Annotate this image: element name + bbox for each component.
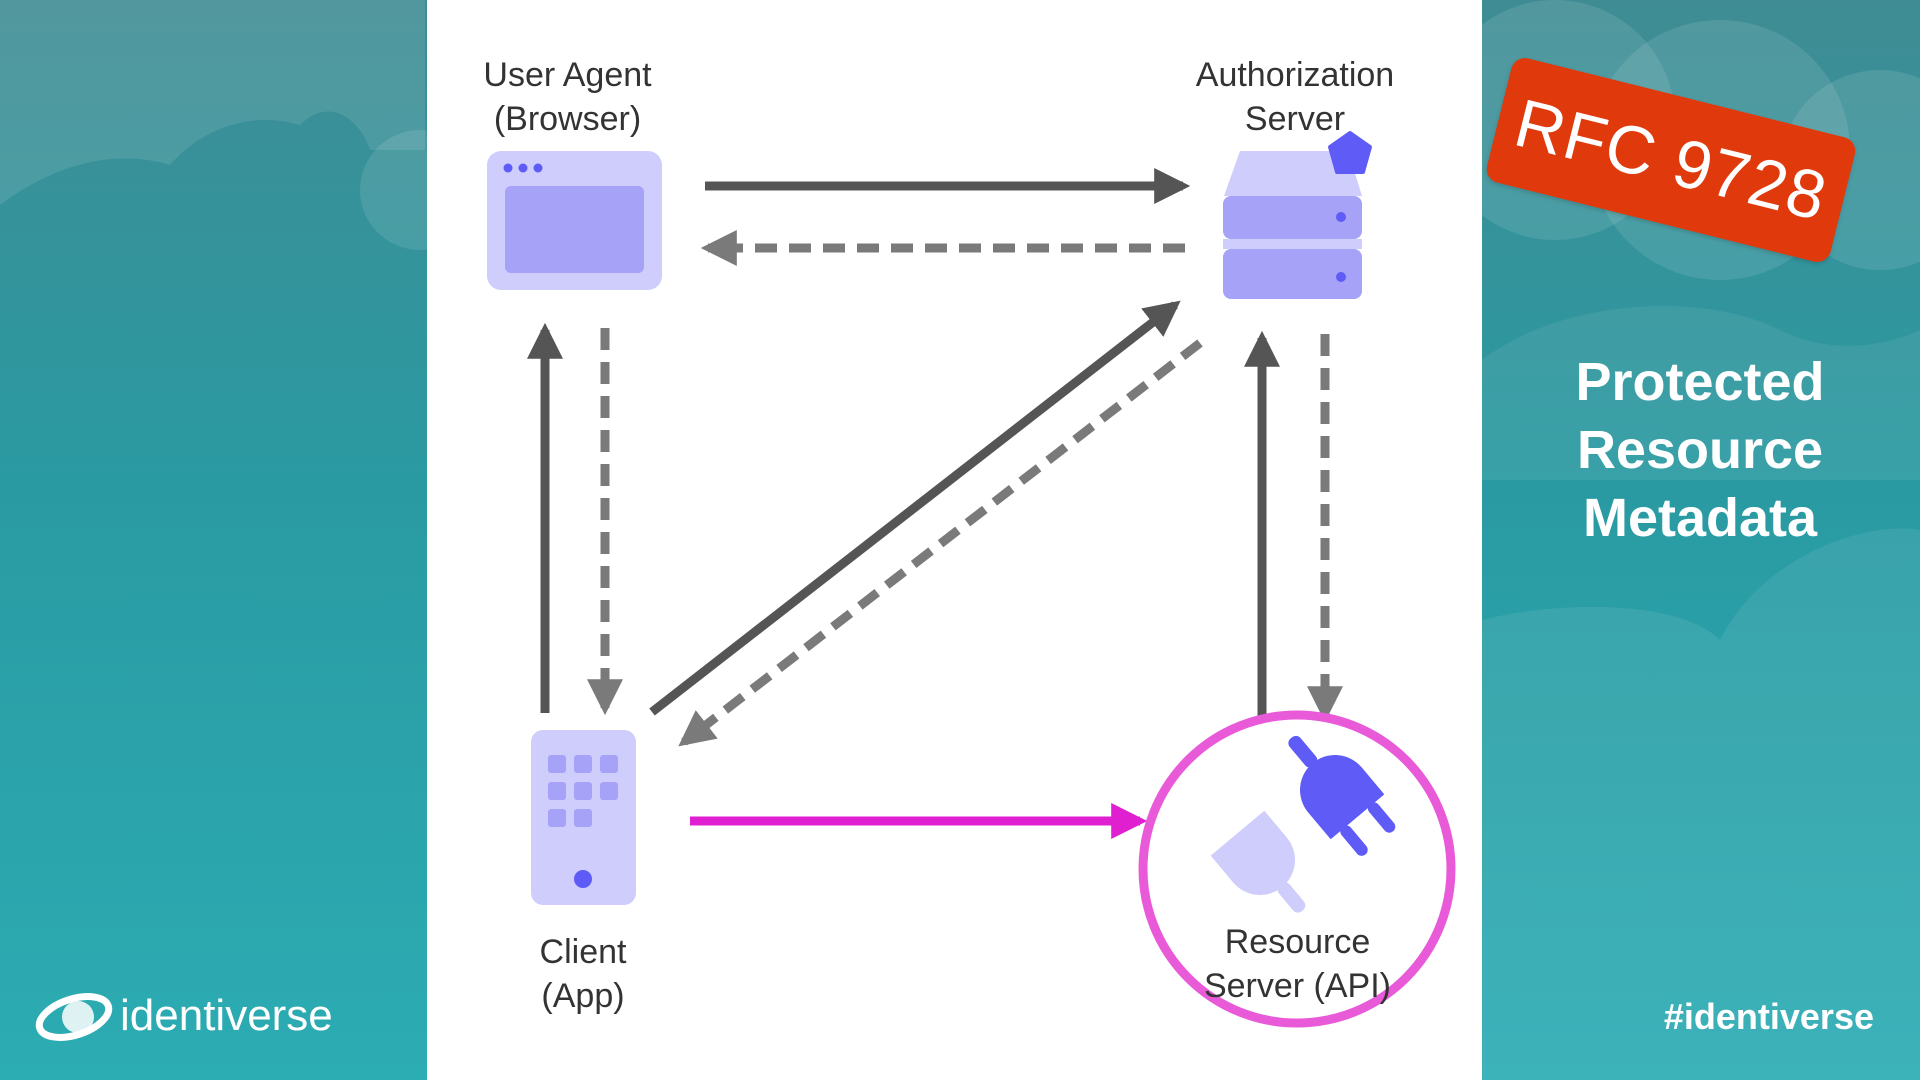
label-client-line1: Client (539, 933, 627, 971)
label-user-agent: User Agent (Browser) (455, 53, 680, 141)
arrow-client-to-auth (649, 300, 1181, 716)
server-stack-icon (1223, 131, 1372, 299)
flow-arrows (527, 168, 1343, 839)
resource-server-highlight-ring (1138, 710, 1456, 1028)
plug-icon (1210, 735, 1396, 913)
label-client-line2: (App) (541, 977, 625, 1015)
label-resource-server-line2: Server (API) (1203, 967, 1392, 1005)
side-title-line1: Protected (1575, 352, 1825, 412)
side-title-line3: Metadata (1582, 488, 1818, 548)
label-resource-server-line1: Resource (1224, 923, 1371, 961)
side-title: Protected Resource Metadata (1490, 348, 1910, 552)
label-user-agent-line1: User Agent (483, 56, 652, 94)
identiverse-logo-icon (35, 993, 113, 1041)
logo-wordmark: identiverse (120, 991, 333, 1040)
arrow-auth-to-client-dashed (678, 339, 1203, 747)
pentagon-badge-icon (1328, 131, 1372, 174)
label-user-agent-line2: (Browser) (493, 100, 642, 138)
label-auth-server-line1: Authorization (1195, 56, 1395, 94)
mobile-app-icon (531, 730, 636, 905)
side-title-line2: Resource (1576, 420, 1824, 480)
label-auth-server-line2: Server (1244, 100, 1346, 138)
label-client: Client (App) (478, 930, 688, 1018)
label-authorization-server: Authorization Server (1165, 53, 1425, 141)
browser-window-icon (487, 151, 662, 290)
label-resource-server: Resource Server (API) (1180, 920, 1415, 1008)
hashtag: #identiverse (1663, 996, 1874, 1037)
